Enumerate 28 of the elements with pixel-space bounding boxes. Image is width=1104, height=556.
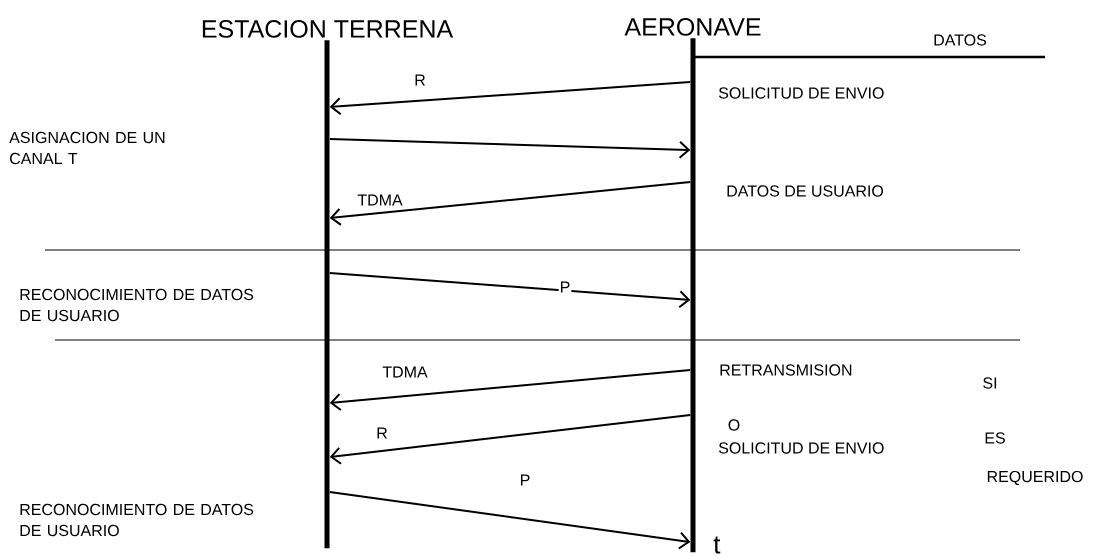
text-label: O [728,419,740,431]
text-label: DATOS DE USUARIO [727,185,884,197]
arrow [328,272,691,309]
text-label: DATOS [934,34,987,46]
arrow [328,491,691,550]
edge-label: TDMA [381,365,429,379]
edge-label: R [413,73,427,87]
text-label: t [713,536,721,554]
edge-label: R [375,426,389,440]
text-label: SI [983,377,997,389]
arrow [329,81,692,116]
text-label: RETRANSMISION [720,364,852,376]
text-label: ES [985,432,1005,444]
text-label: RECONOCIMIENTO DE DATOS DE USUARIO [20,503,254,537]
arrow [329,369,692,411]
text-label: REQUERIDO [987,470,1083,486]
text-label: SOLICITUD DE ENVIO [718,87,884,99]
edge-label: P [518,473,532,487]
text-label: ASIGNACION DE UN CANAL T [9,131,165,165]
text-label: SOLICITUD DE ENVIO [718,442,884,454]
node-label: AERONAVE [624,18,761,36]
arrow [329,181,692,226]
edge-label: TDMA [356,193,404,207]
text-label: RECONOCIMIENTO DE DATOS DE USUARIO [20,288,254,322]
edge-label: P [558,280,572,294]
node-label: ESTACION TERRENA [202,20,454,38]
arrow [329,414,692,465]
arrow [328,138,691,159]
